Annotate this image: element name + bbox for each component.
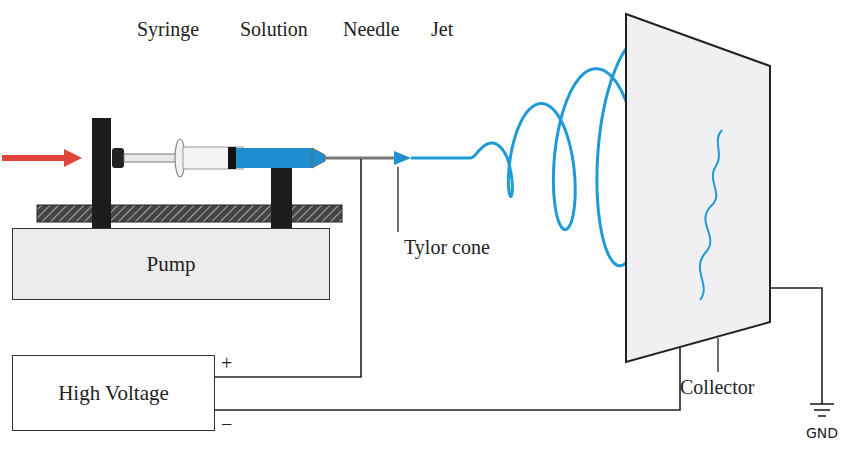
lead-screw — [37, 205, 342, 222]
power-supply-box: High Voltage — [12, 355, 215, 431]
ground-wire — [770, 288, 822, 404]
part-name: Collector — [680, 376, 754, 398]
ground-label: GND — [806, 426, 838, 441]
part-name: Needle — [343, 18, 400, 40]
leader-line — [397, 167, 398, 232]
part-name: Syringe — [137, 18, 199, 40]
collector-plate — [626, 14, 770, 362]
leader-line — [717, 338, 718, 372]
part-name: Jet — [431, 18, 453, 40]
pump-box: Pump — [12, 228, 330, 300]
syringe — [112, 139, 411, 177]
part-name: Tylor cone — [404, 236, 490, 258]
polarity-sign: − — [221, 413, 232, 435]
deposited-fiber — [700, 130, 722, 300]
ground-symbol — [810, 404, 834, 416]
part-name: Solution — [240, 18, 308, 40]
push-arrow — [2, 149, 82, 167]
box-label: High Voltage — [58, 381, 169, 406]
pusher-plate — [92, 118, 111, 229]
polarity-sign: + — [221, 352, 232, 374]
negative-wire — [215, 348, 680, 410]
box-label: Pump — [146, 252, 195, 277]
